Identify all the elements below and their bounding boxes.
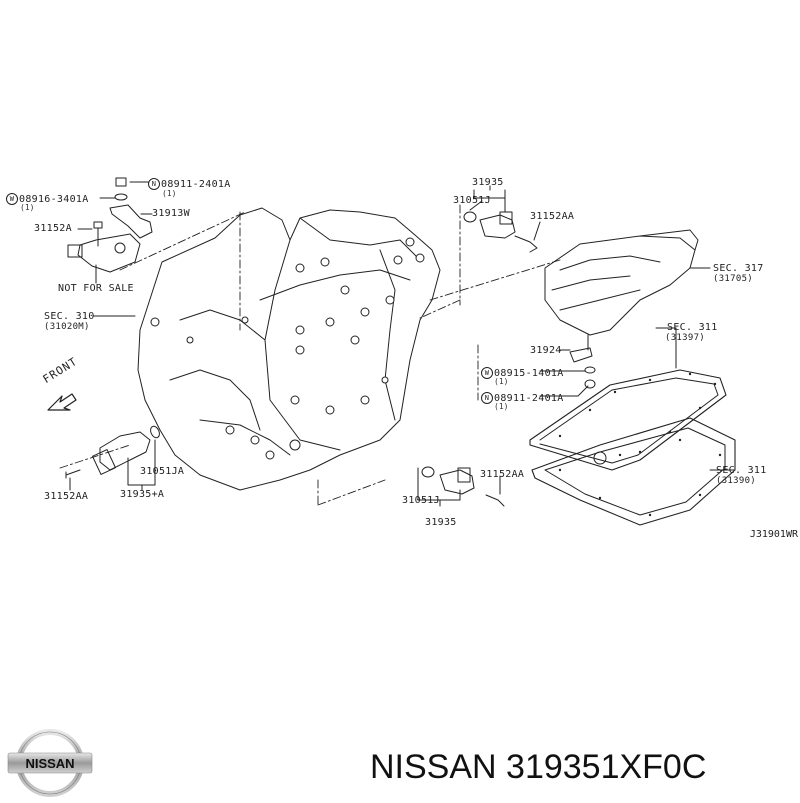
callout-31152A: 31152A	[34, 223, 72, 234]
callout-31935-bottom: 31935	[425, 517, 457, 528]
callout-31152AA-top: 31152AA	[530, 211, 575, 222]
part-number: 08915-1401A	[494, 368, 564, 379]
callout-sec-311-pan: SEC. 311	[716, 465, 767, 476]
part-number: 08911-2401A	[494, 393, 564, 404]
transmission-drawing	[47, 177, 736, 526]
callout-sec-310: SEC. 310	[44, 311, 95, 322]
diagram-reference-code: J31901WR	[749, 529, 798, 540]
callout-31152AA-bottom: 31152AA	[480, 469, 525, 480]
callout-31935-plus-A: 31935+A	[120, 489, 165, 500]
nut-symbol-icon: N	[481, 392, 493, 404]
callout-qty: (1)	[494, 402, 509, 411]
nut-symbol-icon: N	[148, 178, 160, 190]
washer-symbol-icon: W	[481, 367, 493, 379]
callout-sec-311-pan-sub: (31390)	[716, 476, 757, 486]
callout-31935-top: 31935	[472, 177, 504, 188]
callout-31913W: 31913W	[152, 208, 190, 219]
part-number: 08911-2401A	[161, 179, 231, 190]
callout-sec-310-sub: (31020M)	[44, 322, 90, 332]
nissan-logo-text: NISSAN	[25, 756, 74, 771]
callout-sec-311-gasket-sub: (31397)	[665, 333, 706, 343]
callout-qty: (1)	[20, 203, 35, 212]
callout-31051J-bottom: 31051J	[402, 495, 440, 506]
product-title: NISSAN 319351XF0C	[370, 748, 707, 786]
part-number: 08916-3401A	[19, 194, 89, 205]
callout-31152AA-left: 31152AA	[44, 491, 89, 502]
nissan-logo-icon: NISSAN	[7, 729, 93, 797]
callout-sec-317-sub: (31705)	[713, 274, 754, 284]
callout-qty: (1)	[494, 377, 509, 386]
nissan-logo: NISSAN	[6, 727, 94, 799]
callout-not-for-sale: NOT FOR SALE	[58, 283, 134, 294]
callout-31051J-top: 31051J	[453, 195, 491, 206]
callout-sec-311-gasket: SEC. 311	[667, 322, 718, 333]
washer-symbol-icon: W	[6, 193, 18, 205]
callout-31924: 31924	[530, 345, 562, 356]
callout-sec-317: SEC. 317	[713, 263, 764, 274]
callout-31051JA: 31051JA	[140, 466, 185, 477]
callout-qty: (1)	[162, 189, 177, 198]
